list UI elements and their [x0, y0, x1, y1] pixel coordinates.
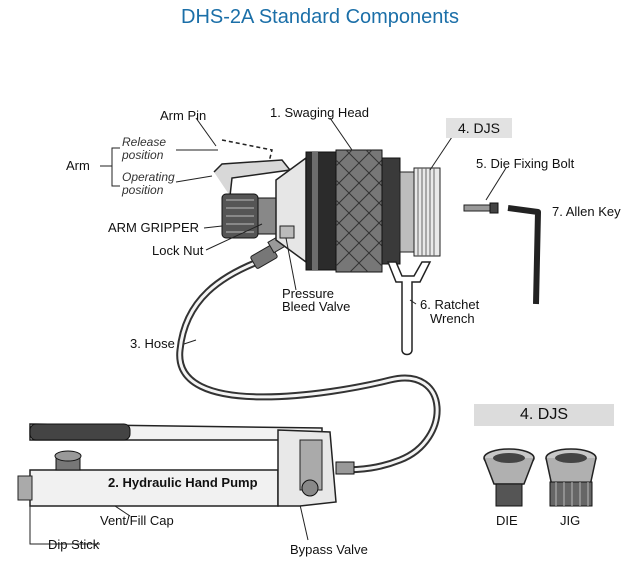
label-arm-pin: Arm Pin: [160, 108, 207, 123]
die-fixing-bolt: [463, 202, 499, 214]
jig-part: [545, 448, 597, 507]
ratchet-wrench: [386, 261, 432, 356]
label-arm: Arm: [66, 158, 90, 173]
hydraulic-hand-pump: [17, 423, 355, 507]
label-jig: JIG: [560, 513, 581, 528]
swaging-head: [213, 139, 441, 273]
label-pressure: Pressure: [282, 286, 335, 301]
djs-tag: 4. DJS: [446, 118, 512, 138]
djs-panel-title: 4. DJS: [474, 404, 614, 426]
label-release: Release: [122, 135, 167, 149]
label-bleed-valve: Bleed Valve: [282, 299, 351, 314]
label-dip-stick: Dip Stick: [48, 537, 100, 552]
die-part: [483, 448, 535, 507]
label-release-position: position: [122, 148, 164, 162]
label-die: DIE: [496, 513, 518, 528]
label-hydraulic-hand-pump: 2. Hydraulic Hand Pump: [108, 475, 258, 490]
label-bypass-valve: Bypass Valve: [290, 542, 368, 557]
label-die-fixing-bolt: 5. Die Fixing Bolt: [476, 156, 575, 171]
label-operating-position: position: [122, 183, 164, 197]
label-hose: 3. Hose: [130, 336, 175, 351]
label-lock-nut: Lock Nut: [152, 243, 204, 258]
label-wrench: Wrench: [430, 311, 475, 326]
diagram-title: DHS-2A Standard Components: [181, 6, 459, 28]
allen-key: [507, 205, 541, 305]
label-arm-gripper: ARM GRIPPER: [108, 220, 200, 235]
label-ratchet: 6. Ratchet: [420, 297, 480, 312]
label-allen-key: 7. Allen Key: [552, 204, 621, 219]
label-operating: Operating: [122, 170, 175, 184]
label-swaging-head: 1. Swaging Head: [270, 105, 370, 120]
label-vent-fill-cap: Vent/Fill Cap: [100, 513, 174, 528]
